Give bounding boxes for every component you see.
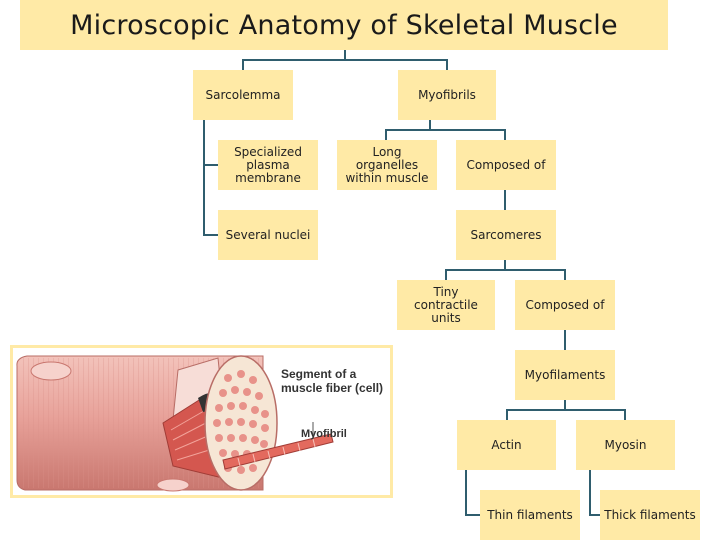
page-title: Microscopic Anatomy of Skeletal Muscle: [20, 0, 668, 50]
node-tiny-contractile-units: Tiny contractile units: [397, 280, 495, 330]
node-myosin: Myosin: [576, 420, 675, 470]
muscle-fiber-figure-inner: Segment of a muscle fiber (cell) Myofibr…: [13, 348, 390, 495]
node-sarcolemma: Sarcolemma: [193, 70, 293, 120]
node-myofibrils: Myofibrils: [398, 70, 496, 120]
node-long-organelles: Long organelles within muscle: [337, 140, 437, 190]
node-composed-of-2: Composed of: [515, 280, 615, 330]
protruding-myofibril-bands: [237, 438, 316, 467]
figure-myofibril-label: Myofibril: [301, 428, 347, 440]
muscle-fiber-illustration: [16, 355, 334, 492]
node-composed-of-1: Composed of: [456, 140, 556, 190]
node-myofilaments: Myofilaments: [515, 350, 615, 400]
node-thin-filaments: Thin filaments: [480, 490, 580, 540]
node-sarcomeres: Sarcomeres: [456, 210, 556, 260]
node-actin: Actin: [457, 420, 556, 470]
node-specialized-plasma-membrane: Specialized plasma membrane: [218, 140, 318, 190]
node-several-nuclei: Several nuclei: [218, 210, 318, 260]
nucleus: [156, 478, 190, 492]
protruding-myofibril: [222, 433, 334, 470]
node-thick-filaments: Thick filaments: [600, 490, 700, 540]
figure-caption-line2: muscle fiber (cell): [281, 381, 384, 395]
figure-caption-line1: Segment of a: [281, 367, 357, 381]
muscle-fiber-figure: Segment of a muscle fiber (cell) Myofibr…: [10, 345, 393, 498]
nucleus: [30, 361, 72, 381]
